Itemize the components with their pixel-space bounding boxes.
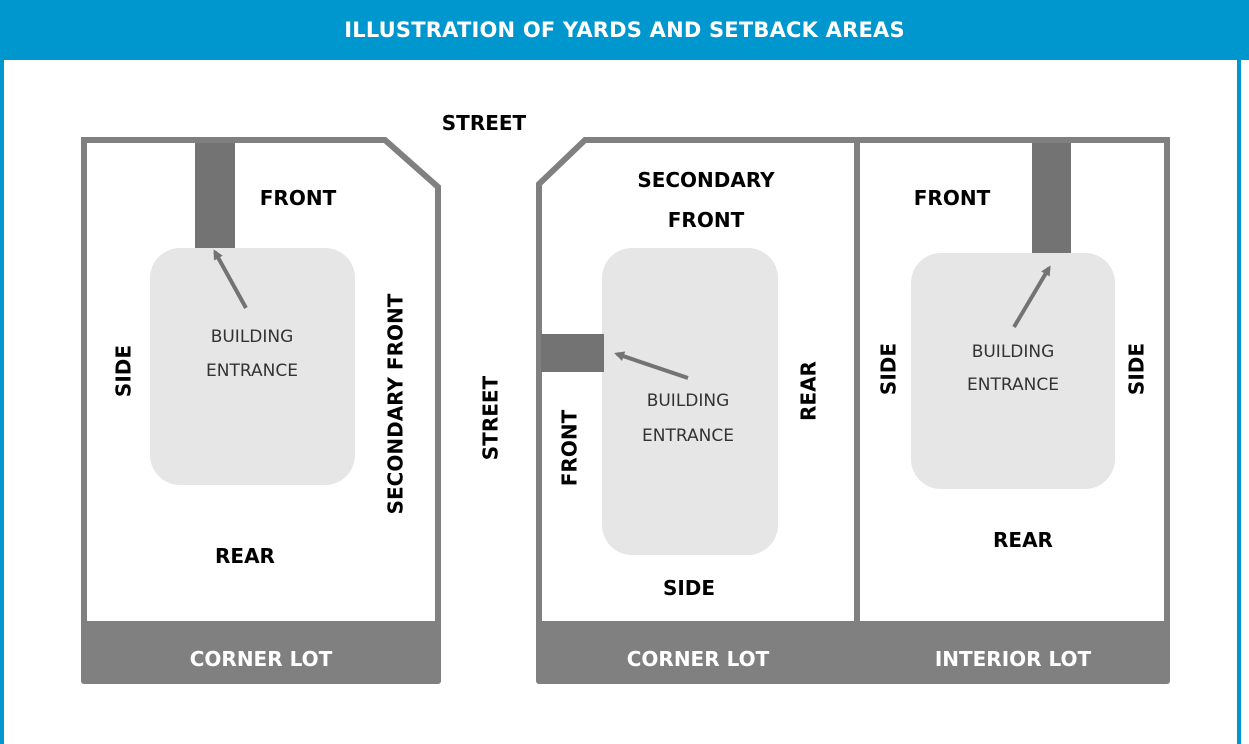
- lot-1-side-label: SIDE: [112, 345, 136, 397]
- lot-3-entrance-arrow: [1012, 265, 1051, 329]
- lot-2-entrance-arrow: [614, 351, 689, 380]
- lot-3-building-label-2: ENTRANCE: [967, 375, 1059, 395]
- lot-1-building-label-1: BUILDING: [211, 327, 294, 347]
- lot-2-rear-label: REAR: [797, 361, 821, 421]
- lot-3-footer-label: INTERIOR LOT: [935, 647, 1092, 671]
- lot-3-driveway: [1032, 143, 1071, 255]
- street-label-middle: STREET: [479, 375, 503, 460]
- lot-2-footer: [536, 624, 860, 684]
- lot-2-building: [602, 248, 778, 555]
- lot-2-building-label-1: BUILDING: [647, 391, 730, 411]
- lot-3-building: [911, 253, 1115, 489]
- lot-1-footer: [81, 624, 441, 684]
- diagram-title: ILLUSTRATION OF YARDS AND SETBACK AREAS: [0, 0, 1249, 60]
- lot-1-footer-label: CORNER LOT: [190, 647, 333, 671]
- lot-3-side-left-label: SIDE: [877, 343, 901, 395]
- lot-2-side-label: SIDE: [663, 576, 715, 600]
- lot-3-building-label-1: BUILDING: [972, 342, 1055, 362]
- lot-1-front-label: FRONT: [260, 186, 337, 210]
- lot-3-footer: [854, 624, 1170, 684]
- lot-1-secondary-front-label: SECONDARY FRONT: [384, 293, 408, 514]
- lot-2-corner: BUILDING ENTRANCE SECONDARY FRONT FRONT …: [536, 168, 860, 684]
- lot-1-driveway: [195, 143, 235, 250]
- lot-3-interior: BUILDING ENTRANCE FRONT SIDE SIDE REAR I…: [854, 143, 1170, 684]
- street-label-top: STREET: [442, 111, 527, 135]
- lot-2-driveway: [541, 334, 604, 372]
- lot-1-entrance-arrow: [213, 249, 248, 309]
- lot-1-boundary: [81, 137, 441, 627]
- lot-3-side-right-label: SIDE: [1125, 343, 1149, 395]
- lot-1-building: [150, 248, 355, 485]
- lot-2-building-label-2: ENTRANCE: [642, 426, 734, 446]
- lot-1-building-label-2: ENTRANCE: [206, 361, 298, 381]
- lot-2-secondary-front-label-2: FRONT: [668, 208, 745, 232]
- lot-2-front-label: FRONT: [558, 409, 582, 486]
- lot-3-rear-label: REAR: [993, 528, 1053, 552]
- lot-2-footer-label: CORNER LOT: [627, 647, 770, 671]
- lot-1-corner: BUILDING ENTRANCE FRONT SIDE SECONDARY F…: [81, 137, 441, 684]
- lot-3-front-label: FRONT: [914, 186, 991, 210]
- lot-2-secondary-front-label-1: SECONDARY: [637, 168, 775, 192]
- lot-1-rear-label: REAR: [215, 544, 275, 568]
